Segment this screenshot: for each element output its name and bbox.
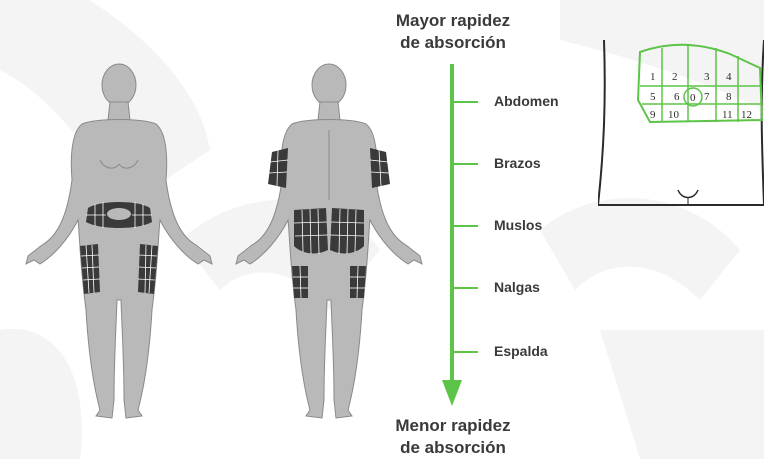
front-head (102, 64, 136, 106)
grid-cell-10: 10 (668, 109, 680, 121)
grid-cell-1: 1 (650, 71, 656, 83)
top-label: Mayor rapidez de absorción (368, 10, 538, 54)
grid-cell-8: 8 (726, 91, 732, 103)
top-label-line1: Mayor rapidez (368, 10, 538, 32)
groin-line (678, 190, 698, 198)
grid-cell-4: 4 (726, 71, 732, 83)
grid-cell-2: 2 (672, 71, 678, 83)
bottom-label-line2: de absorción (368, 437, 538, 459)
grid-cell-12: 12 (741, 109, 752, 121)
front-abdomen-zone (86, 202, 152, 228)
site-brazos: Brazos (494, 155, 541, 171)
back-head (312, 64, 346, 106)
abdomen-grid-numbers: 1 2 3 4 5 6 0 7 8 9 10 11 12 (650, 71, 752, 121)
front-body-figure (0, 60, 230, 435)
grid-cell-6: 6 (674, 91, 680, 103)
grid-cell-9: 9 (650, 109, 656, 121)
bottom-label-line1: Menor rapidez (368, 415, 538, 437)
absorption-arrow (438, 62, 478, 412)
grid-cell-0: 0 (690, 92, 696, 104)
back-neck (318, 102, 340, 120)
site-muslos: Muslos (494, 217, 542, 233)
grid-cell-3: 3 (704, 71, 710, 83)
site-abdomen: Abdomen (494, 93, 559, 109)
top-label-line2: de absorción (368, 32, 538, 54)
back-body-figure (210, 60, 440, 435)
site-espalda: Espalda (494, 343, 548, 359)
grid-cell-7: 7 (704, 91, 710, 103)
front-neck (108, 102, 130, 120)
grid-cell-11: 11 (722, 109, 733, 121)
abdomen-rotation-diagram: 1 2 3 4 5 6 0 7 8 9 10 11 12 (598, 40, 764, 215)
bottom-label: Menor rapidez de absorción (368, 415, 538, 459)
grid-cell-5: 5 (650, 91, 656, 103)
abdomen-outline (598, 40, 764, 205)
site-nalgas: Nalgas (494, 279, 540, 295)
